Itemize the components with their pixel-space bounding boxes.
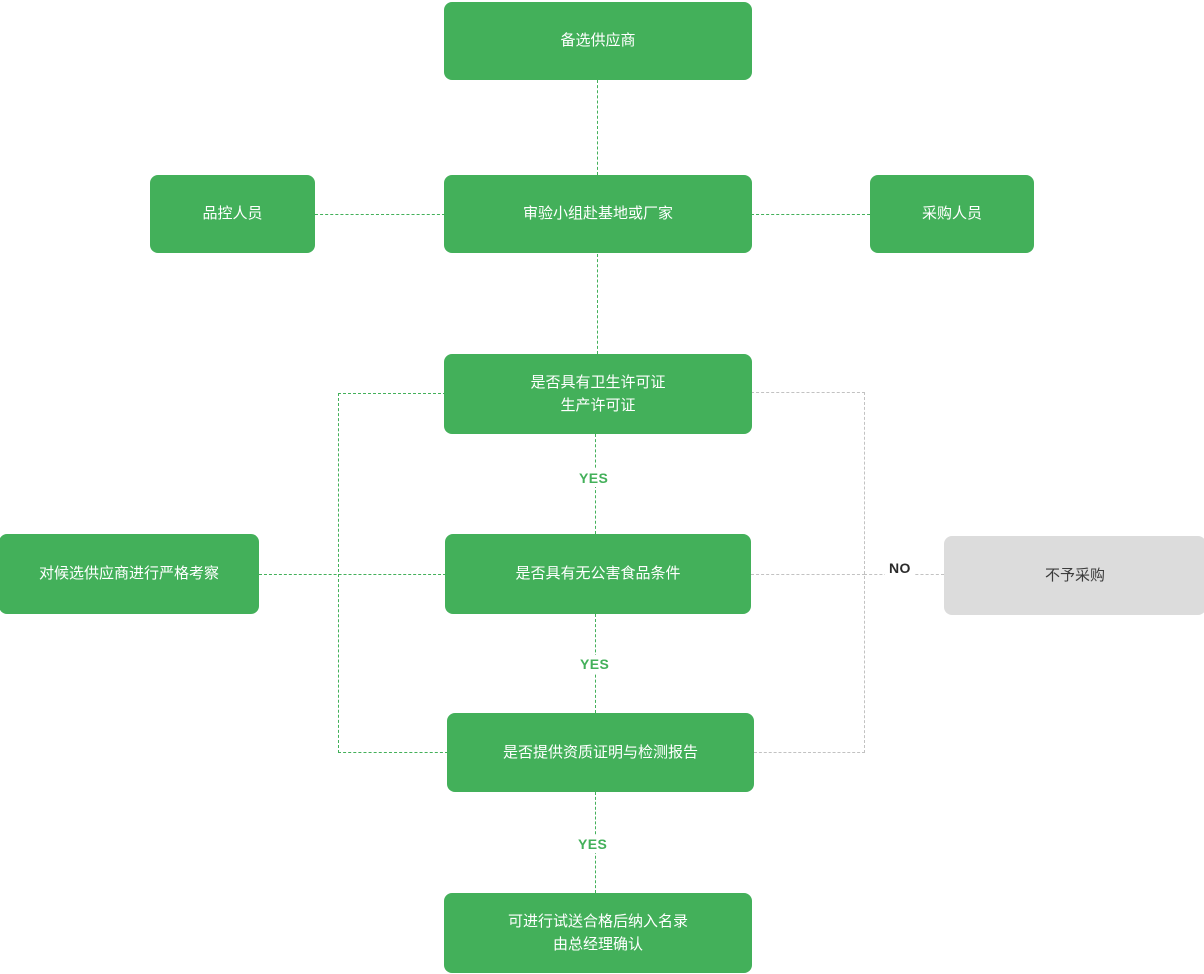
- node-reject-purchase-label: 不予采购: [1044, 566, 1105, 584]
- node-decision-pollution-free-label: 是否具有无公害食品条件: [515, 565, 681, 583]
- node-audit-team-visit[interactable]: 审验小组赴基地或厂家: [444, 175, 752, 253]
- edge-label-no: NO: [885, 559, 915, 577]
- connector-left-bracket-bottom-stub: [338, 752, 448, 753]
- connector-audit-to-decision-license: [597, 254, 598, 354]
- node-candidate-supplier-label: 备选供应商: [560, 32, 636, 50]
- node-decision-license-label-line1: 是否具有卫生许可证: [530, 373, 666, 391]
- node-strict-inspection-label: 对候选供应商进行严格考察: [38, 565, 219, 583]
- node-strict-inspection[interactable]: 对候选供应商进行严格考察: [0, 534, 259, 614]
- node-qc-staff-label: 品控人员: [202, 205, 263, 223]
- connector-right-bracket-vertical: [864, 392, 865, 753]
- node-purchasing-staff[interactable]: 采购人员: [870, 175, 1034, 253]
- node-decision-license[interactable]: 是否具有卫生许可证 生产许可证: [444, 354, 752, 434]
- edge-label-yes-1: YES: [575, 469, 613, 487]
- connector-right-bracket-mid-stub: [751, 574, 865, 575]
- connector-left-bracket-mid-stub: [259, 574, 446, 575]
- node-candidate-supplier[interactable]: 备选供应商: [444, 2, 752, 80]
- connector-supplier-to-audit: [597, 80, 598, 175]
- edge-label-yes-2: YES: [576, 655, 614, 673]
- connector-audit-to-purchasing: [751, 214, 870, 215]
- node-decision-certificates-label: 是否提供资质证明与检测报告: [502, 743, 698, 761]
- node-decision-license-label-line2: 生产许可证: [560, 397, 636, 414]
- connector-right-bracket-bottom-stub: [754, 752, 865, 753]
- edge-label-yes-3: YES: [574, 835, 612, 853]
- connector-left-bracket-top-stub: [338, 393, 446, 394]
- node-decision-pollution-free[interactable]: 是否具有无公害食品条件: [445, 534, 751, 614]
- node-audit-team-visit-label: 审验小组赴基地或厂家: [522, 205, 673, 223]
- node-reject-purchase[interactable]: 不予采购: [944, 536, 1204, 615]
- connector-right-bracket-top-stub: [751, 392, 865, 393]
- node-decision-certificates[interactable]: 是否提供资质证明与检测报告: [447, 713, 754, 792]
- node-qc-staff[interactable]: 品控人员: [150, 175, 315, 253]
- node-final-outcome-label-line2: 由总经理确认: [552, 936, 643, 953]
- connector-qc-to-audit: [315, 214, 445, 215]
- node-final-outcome-label-line1: 可进行试送合格后纳入名录: [507, 912, 688, 930]
- node-purchasing-staff-label: 采购人员: [921, 205, 982, 223]
- connector-left-bracket-vertical: [338, 393, 339, 753]
- node-final-outcome[interactable]: 可进行试送合格后纳入名录 由总经理确认: [444, 893, 752, 973]
